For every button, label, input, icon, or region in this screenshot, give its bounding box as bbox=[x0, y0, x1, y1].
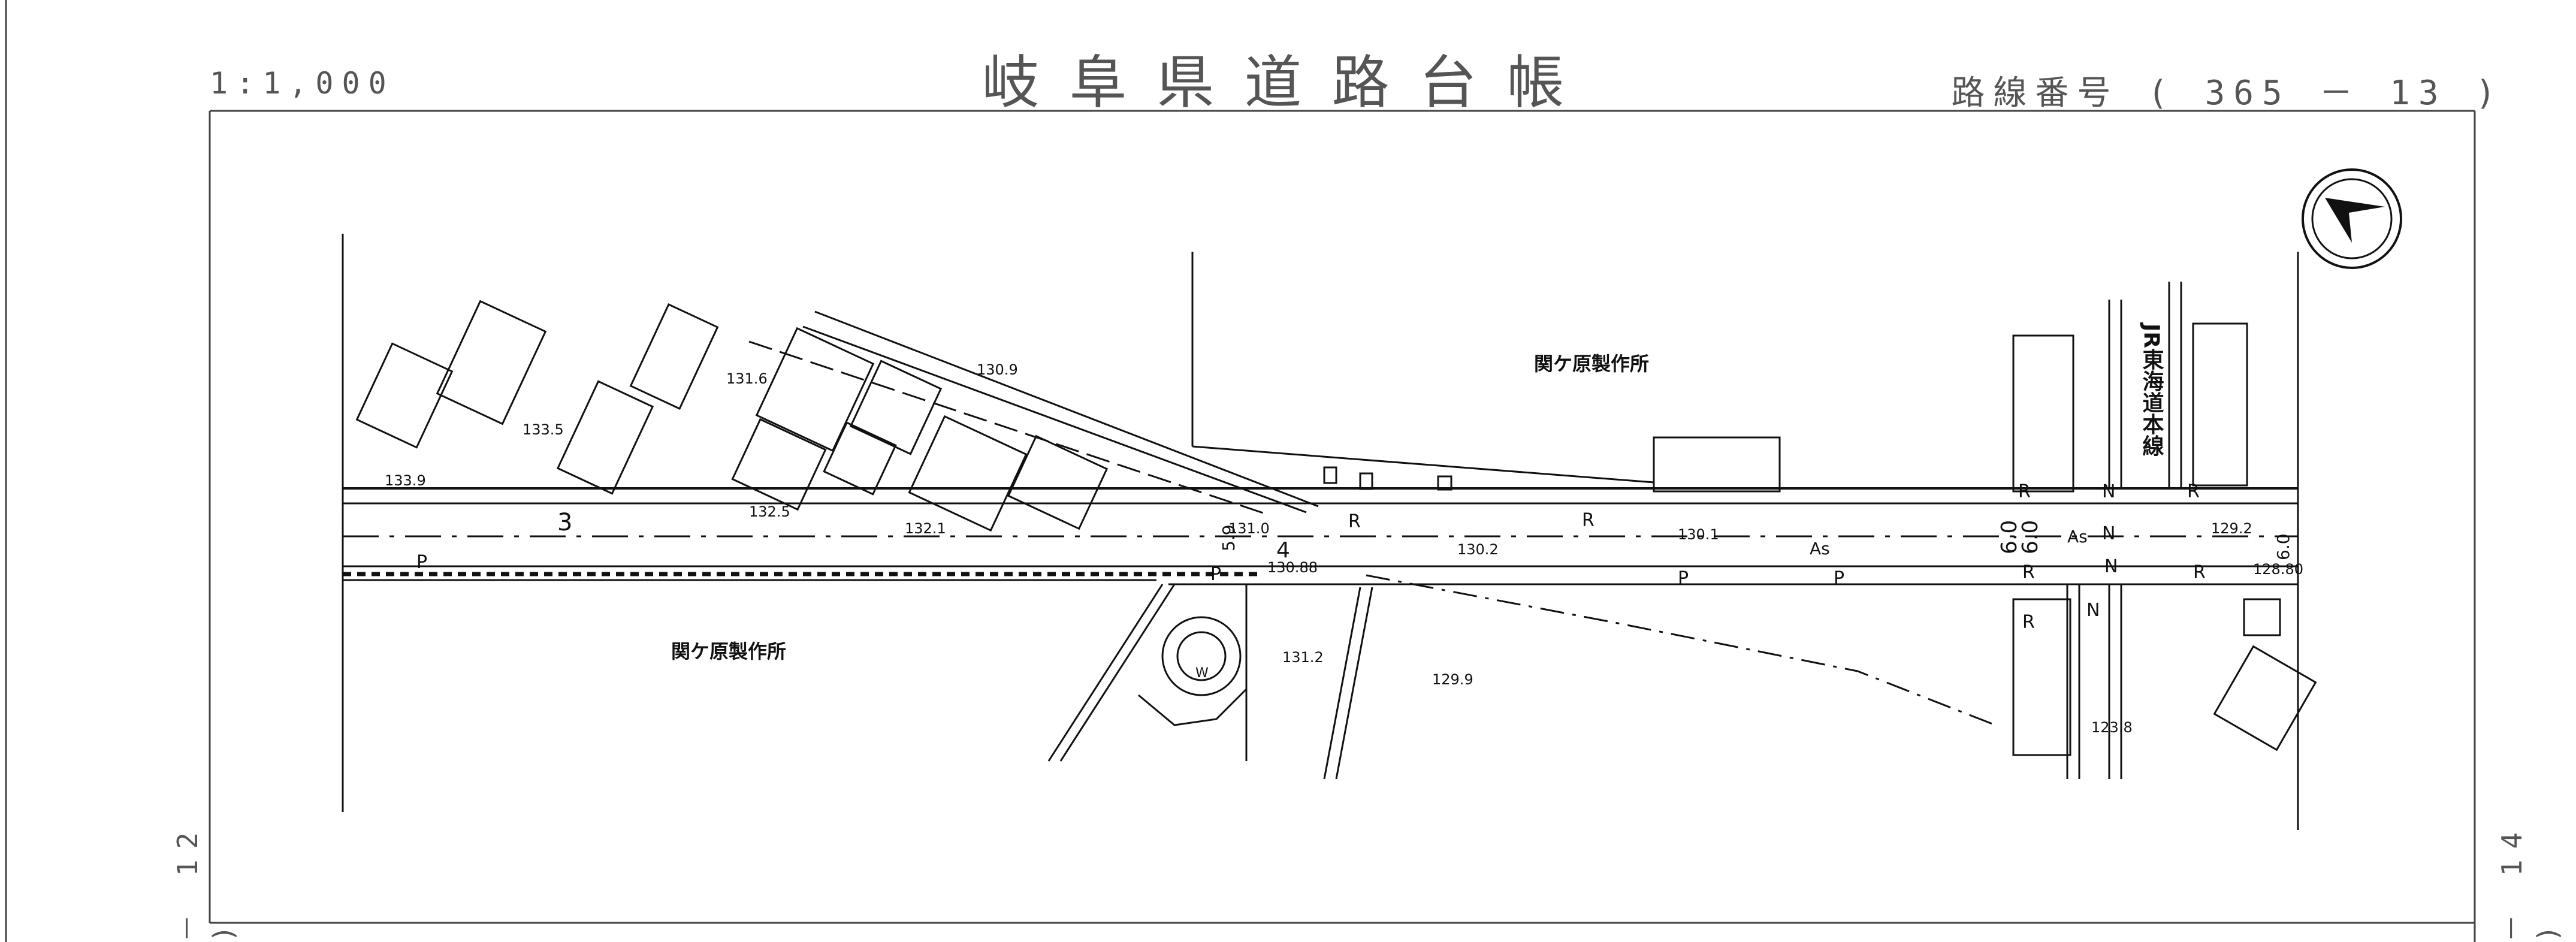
diagonal-road bbox=[748, 310, 1319, 517]
building-outlines bbox=[355, 252, 1781, 532]
elevation: 131.6 bbox=[726, 370, 768, 387]
elevation: 123.8 bbox=[2091, 719, 2133, 736]
elevation: 130.88 bbox=[1267, 559, 1318, 576]
railway-lines bbox=[2066, 282, 2182, 779]
symbol-n: N bbox=[2104, 556, 2118, 577]
map-boundary bbox=[342, 234, 2299, 830]
road-width: 6.0 bbox=[2018, 520, 2043, 554]
symbol-r: R bbox=[2018, 481, 2031, 502]
label-railway: JR東海道本線 bbox=[2139, 322, 2164, 456]
symbol-r: R bbox=[2022, 612, 2035, 633]
road-lines bbox=[343, 487, 2298, 585]
road-surface-label: As bbox=[2067, 527, 2088, 547]
east-blocks bbox=[2012, 322, 2317, 756]
elevation: 130.9 bbox=[977, 361, 1018, 378]
symbol-p: P bbox=[416, 552, 427, 573]
elevation: 133.5 bbox=[523, 421, 564, 438]
symbol-n: N bbox=[2086, 600, 2100, 621]
elevation: 132.5 bbox=[749, 503, 790, 520]
elevation: 131.0 bbox=[1228, 520, 1270, 537]
symbol-r: R bbox=[2193, 562, 2206, 583]
map-symbols: R R R R R R R N N N N P P P P W bbox=[416, 481, 2206, 681]
elevation-labels: 131.6 130.9 133.5 133.9 132.5 132.1 131.… bbox=[385, 361, 2303, 736]
road-width: 6.0 bbox=[2273, 533, 2293, 560]
symbol-r: R bbox=[1582, 510, 1594, 531]
elevation: 130.2 bbox=[1457, 541, 1499, 558]
elevation: 129.9 bbox=[1432, 671, 1473, 688]
symbol-n: N bbox=[2102, 523, 2115, 544]
elevation: 132.1 bbox=[905, 520, 946, 537]
road-labels: As As 3 4 5.9 6.0 6.0 6.0 bbox=[557, 509, 2293, 563]
elevation: 129.2 bbox=[2211, 520, 2252, 537]
page-title: 岐阜県道路台帳 bbox=[982, 49, 1594, 116]
road-width: 6.0 bbox=[1997, 520, 2022, 554]
label-factory-north: 関ケ原製作所 bbox=[1534, 352, 1649, 375]
road-width: 5.9 bbox=[1219, 524, 1239, 551]
road-number: 3 bbox=[557, 509, 572, 536]
sheet-frame bbox=[5, 0, 2476, 942]
symbol-p: P bbox=[1678, 568, 1689, 589]
symbol-p: P bbox=[1834, 568, 1844, 589]
south-area bbox=[1047, 574, 1996, 780]
elevation: 131.2 bbox=[1282, 649, 1324, 666]
symbol-w: W bbox=[1195, 666, 1209, 681]
lane-number: 4 bbox=[1276, 538, 1290, 563]
symbol-r: R bbox=[2022, 562, 2035, 583]
road-surface-label: As bbox=[1810, 539, 1830, 558]
elevation: 133.9 bbox=[385, 472, 426, 489]
symbol-r: R bbox=[1348, 511, 1361, 532]
elevation: 130.1 bbox=[1678, 526, 1719, 543]
symbol-p: P bbox=[1210, 564, 1221, 585]
symbol-r: R bbox=[2187, 481, 2200, 502]
north-arrow-icon bbox=[2302, 168, 2402, 269]
elevation: 128.80 bbox=[2253, 561, 2303, 578]
scale-label: 1:1,000 bbox=[210, 66, 395, 101]
route-number: 路線番号 ( 365 － 13 ) bbox=[1951, 74, 2504, 113]
symbol-n: N bbox=[2102, 481, 2115, 502]
label-factory-south: 関ケ原製作所 bbox=[671, 640, 786, 663]
